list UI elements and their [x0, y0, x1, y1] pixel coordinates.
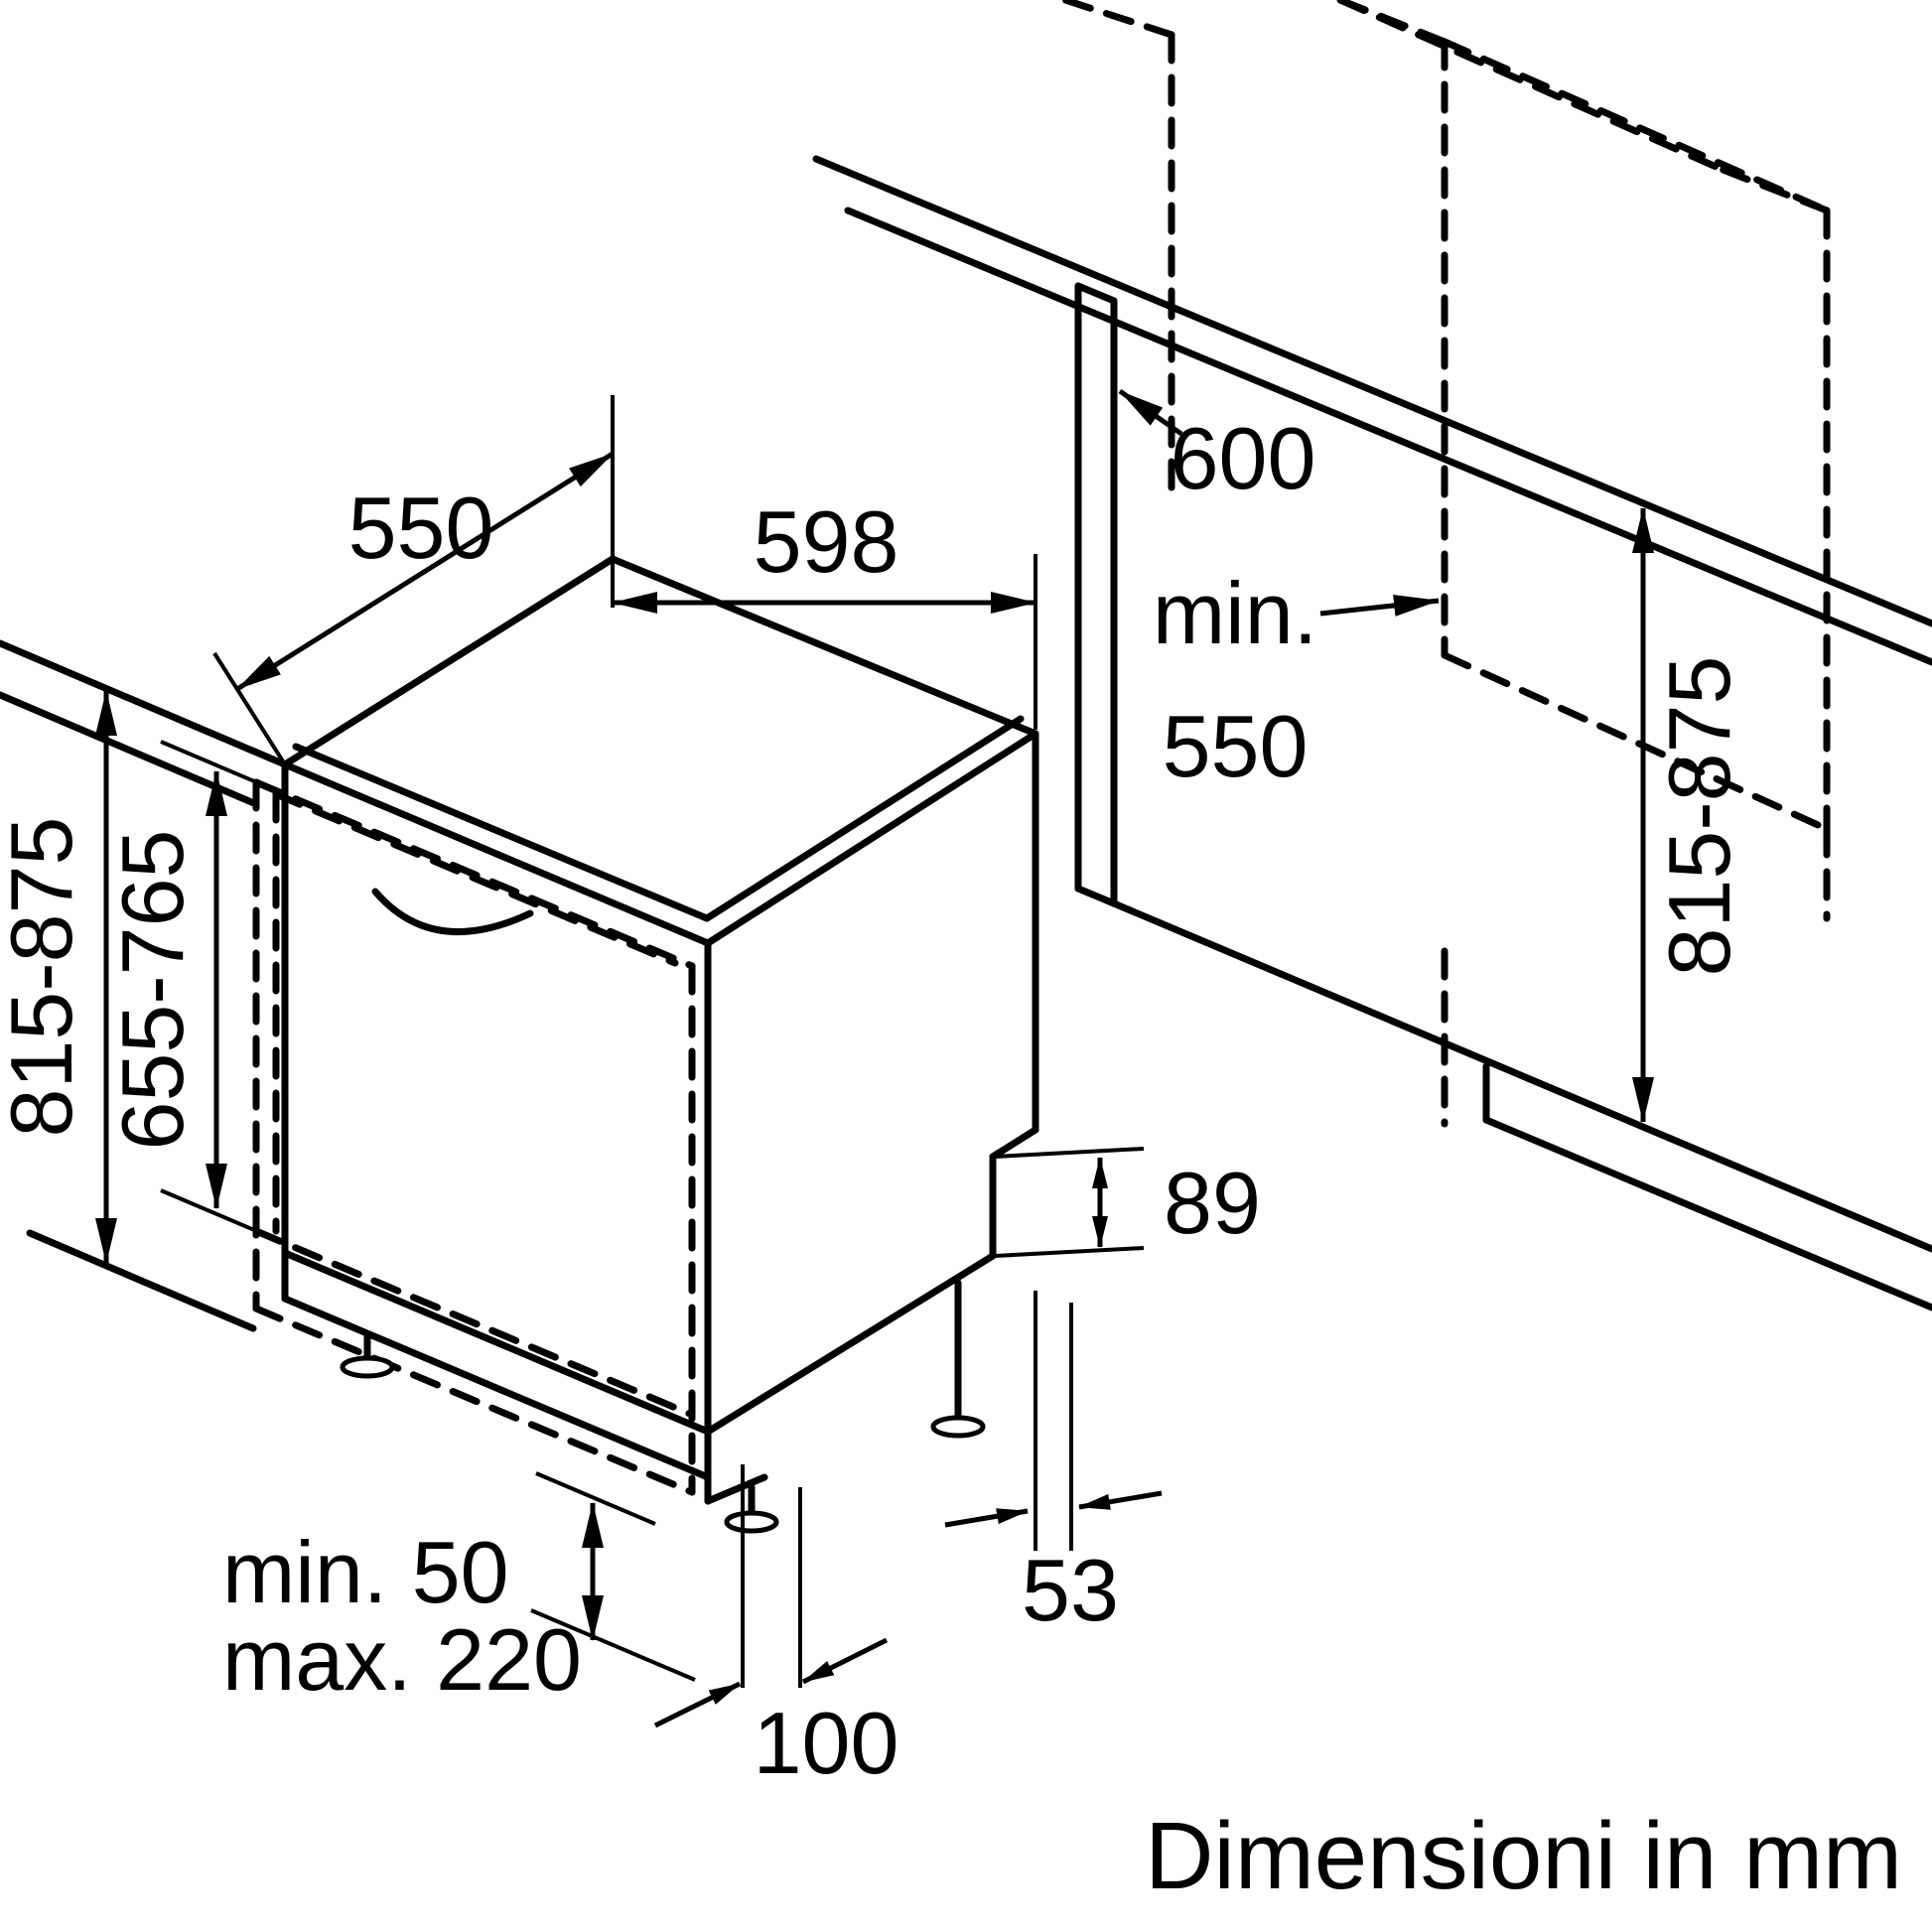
door-top-outer-dashed: [252, 778, 696, 970]
dashed-top-rear-edge: [1336, 0, 1725, 173]
label-53: 53: [1022, 1541, 1119, 1639]
label-600: 600: [1171, 409, 1316, 507]
dimension-550-depth: 550: [212, 395, 615, 766]
kitchen-cabinet-drawing: [0, 0, 1932, 1332]
dimension-815-875-right: 815-875: [1632, 507, 1748, 1123]
side-panel-bottom-edge: [1074, 885, 1118, 907]
dimension-89-rear-cutout: 89: [994, 1147, 1261, 1258]
dimension-100-front-foot: 100: [653, 1464, 899, 1792]
extension-line: [530, 1608, 696, 1682]
door-bottom-dashed-min: [252, 1227, 696, 1419]
worktop-lines: [0, 155, 1932, 808]
floor-right-line-1: [1110, 899, 1932, 1253]
base-side-edge: [704, 1473, 768, 1505]
worktop-right-edge-2: [844, 207, 1932, 666]
door-bottom-dashed-max: [252, 1305, 696, 1496]
cabinet-dashed-outline: [1061, 0, 1831, 1128]
dimension-arrow: [801, 1637, 889, 1685]
label-100: 100: [754, 1694, 899, 1792]
base-bottom-edge: [281, 1295, 712, 1481]
worktop-right-edge-1: [812, 155, 1932, 627]
floor-lines: [26, 899, 1932, 1332]
extension-line: [212, 651, 287, 766]
dimension-arrow: [1118, 388, 1183, 437]
dashed-bottom-edge: [1441, 651, 1831, 833]
extension-line: [160, 740, 274, 791]
dimension-arrow: [1078, 1490, 1163, 1510]
caption-dimensions: Dimensioni in mm: [1145, 1803, 1902, 1909]
dashed-top-back-edge-3: [1717, 165, 1831, 214]
label-598: 598: [754, 492, 899, 591]
floor-left-line: [26, 1229, 257, 1332]
dimension-600-niche-width: 600: [1118, 388, 1316, 507]
dimension-arrow: [653, 1681, 742, 1728]
dimension-min-550-niche-depth: min. 550: [1153, 564, 1440, 795]
extension-line: [160, 1188, 274, 1240]
dimension-598-width: 598: [612, 492, 1037, 730]
worktop-left-edge-1: [0, 639, 289, 768]
dimension-plinth-adjustment: min. 50 max. 220: [222, 1471, 696, 1709]
label-815-875-left: 815-875: [0, 817, 90, 1138]
label-550: 550: [348, 479, 494, 577]
door-handle: [371, 888, 534, 935]
dimension-655-765-door: 655-765: [103, 740, 274, 1240]
dimension-arrow: [1319, 594, 1440, 617]
label-89: 89: [1164, 1154, 1261, 1252]
extension-line: [994, 1246, 1145, 1258]
extension-line: [535, 1471, 656, 1526]
front-left-foot: [340, 1355, 395, 1379]
dimension-53-rear-foot: 53: [944, 1291, 1163, 1639]
dishwasher-drawing: [252, 555, 1039, 1534]
extension-line: [994, 1147, 1145, 1159]
label-min-50: min. 50: [222, 1523, 509, 1621]
label-min-550: 550: [1163, 697, 1309, 795]
door-top-inner-dashed: [272, 790, 679, 967]
top-face-rim: [292, 715, 1025, 922]
dishwasher-feet: [340, 1279, 986, 1534]
front-right-foot: [724, 1510, 779, 1534]
side-bottom-edge-with-cutout: [704, 1126, 1039, 1436]
side-panel-top-edge: [1074, 282, 1118, 305]
label-655-765: 655-765: [103, 830, 202, 1151]
label-min: min.: [1153, 564, 1317, 662]
dimension-815-875-left: 815-875: [0, 690, 118, 1264]
label-max-220: max. 220: [222, 1610, 582, 1709]
dishwasher-body: [281, 555, 1039, 1505]
top-face: [281, 555, 1039, 947]
front-bottom-edge: [281, 1249, 712, 1436]
dimension-arrow: [235, 451, 615, 692]
rear-foot: [930, 1415, 986, 1439]
dimension-arrow: [944, 1508, 1029, 1528]
label-815-875-right: 815-875: [1650, 656, 1748, 977]
floor-right-line-2: [1482, 1116, 1932, 1311]
dashed-top-back-edge-1: [1061, 0, 1175, 39]
niche-side-panel: [1074, 282, 1118, 907]
dishwasher-door: [252, 778, 696, 1496]
